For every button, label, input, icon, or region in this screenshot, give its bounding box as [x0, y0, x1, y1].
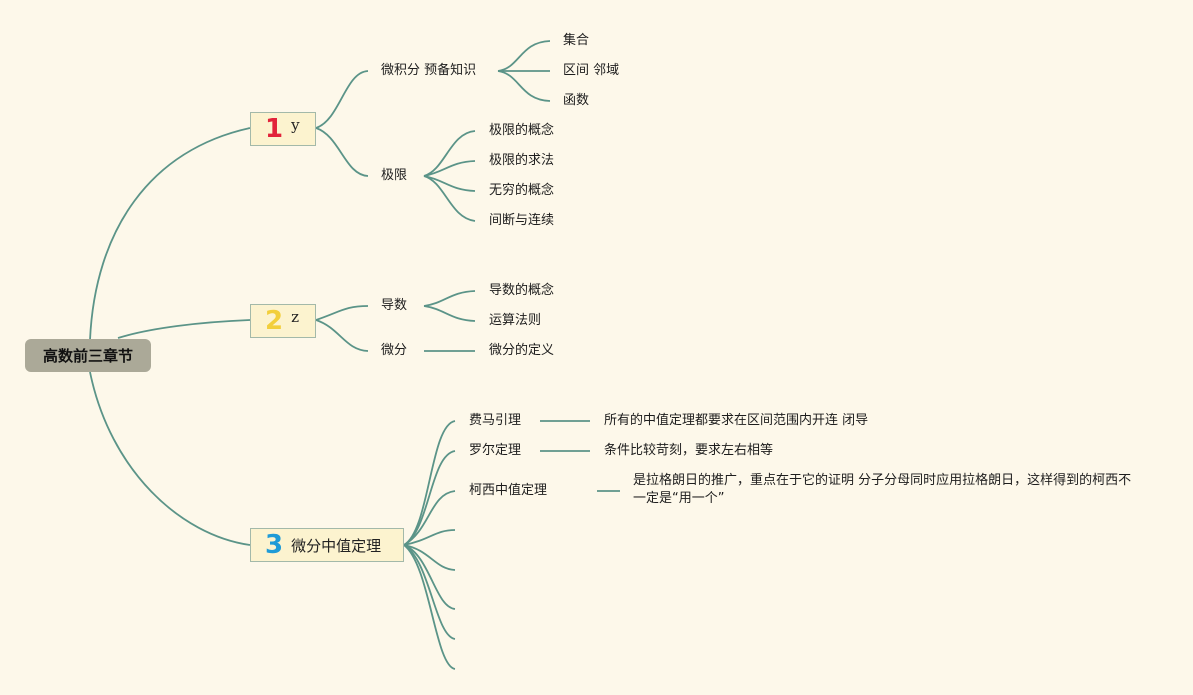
- connector-root-b2: [117, 319, 251, 339]
- connector-b2-t2: [315, 319, 369, 352]
- connector-b1-t1: [315, 70, 369, 129]
- branch-node-2[interactable]: 2 z: [250, 304, 316, 338]
- item-limit-concept[interactable]: 极限的概念: [489, 123, 555, 138]
- branch-node-3[interactable]: 3 微分中值定理: [250, 528, 404, 562]
- topic-calculus-prerequisites[interactable]: 微积分 预备知识: [381, 63, 477, 78]
- connector-t2-i2: [423, 160, 476, 177]
- item-infinity-concept[interactable]: 无穷的概念: [489, 183, 555, 198]
- connector-t3-i1: [423, 290, 476, 307]
- connector-b3-e3: [403, 544, 456, 610]
- branch-2-label: z: [291, 308, 299, 326]
- connector-b3-e5: [403, 544, 456, 670]
- branch-3-label: 微分中值定理: [291, 536, 382, 555]
- item-differential-definition[interactable]: 微分的定义: [489, 343, 555, 358]
- item-derivative-concept[interactable]: 导数的概念: [489, 283, 555, 298]
- connector-t1-i3: [497, 70, 551, 102]
- connector-root-b3: [89, 371, 251, 546]
- item-interval-neighborhood[interactable]: 区间 邻域: [563, 63, 620, 78]
- connector-b3-t3: [403, 490, 456, 546]
- connector-b3-t2: [403, 450, 456, 546]
- topic-derivative[interactable]: 导数: [381, 298, 408, 313]
- note-rolle-theorem[interactable]: 条件比较苛刻，要求左右相等: [604, 443, 774, 458]
- topic-differential[interactable]: 微分: [381, 343, 408, 358]
- item-function[interactable]: 函数: [563, 93, 590, 108]
- topic-limit[interactable]: 极限: [381, 168, 408, 183]
- connector-t1-i1: [497, 40, 551, 72]
- connector-b3-e2: [403, 544, 456, 571]
- connector-b1-t2: [315, 127, 369, 177]
- branch-node-1[interactable]: 1 y: [250, 112, 316, 146]
- item-operation-rules[interactable]: 运算法则: [489, 313, 542, 328]
- connector-b3-e4: [403, 544, 456, 640]
- topic-cauchy-mean-value-theorem[interactable]: 柯西中值定理: [469, 483, 548, 498]
- connector-t3-i2: [423, 305, 476, 322]
- root-node[interactable]: 高数前三章节: [25, 339, 151, 372]
- note-fermat-lemma[interactable]: 所有的中值定理都要求在区间范围内开连 闭导: [604, 413, 869, 428]
- connector-t2-i1: [423, 130, 476, 177]
- connector-t2-i4: [423, 175, 476, 222]
- connector-t2-i3: [423, 175, 476, 192]
- item-set[interactable]: 集合: [563, 33, 590, 48]
- connector-b2-t1: [315, 305, 369, 321]
- connector-b3-e1: [403, 529, 456, 546]
- number-three-icon: 3: [265, 530, 284, 560]
- branch-1-label: y: [291, 116, 300, 134]
- connector-root-b1: [89, 127, 251, 341]
- connector-b3-t1: [403, 420, 456, 546]
- topic-fermat-lemma[interactable]: 费马引理: [469, 413, 522, 428]
- topic-rolle-theorem[interactable]: 罗尔定理: [469, 443, 522, 458]
- item-limit-evaluation[interactable]: 极限的求法: [489, 153, 555, 168]
- note-cauchy-mean-value-theorem[interactable]: 是拉格朗日的推广，重点在于它的证明 分子分母同时应用拉格朗日，这样得到的柯西不一…: [633, 473, 1132, 506]
- number-two-icon: 2: [265, 306, 284, 336]
- number-one-icon: 1: [265, 114, 284, 144]
- item-discontinuity-continuity[interactable]: 间断与连续: [489, 213, 555, 228]
